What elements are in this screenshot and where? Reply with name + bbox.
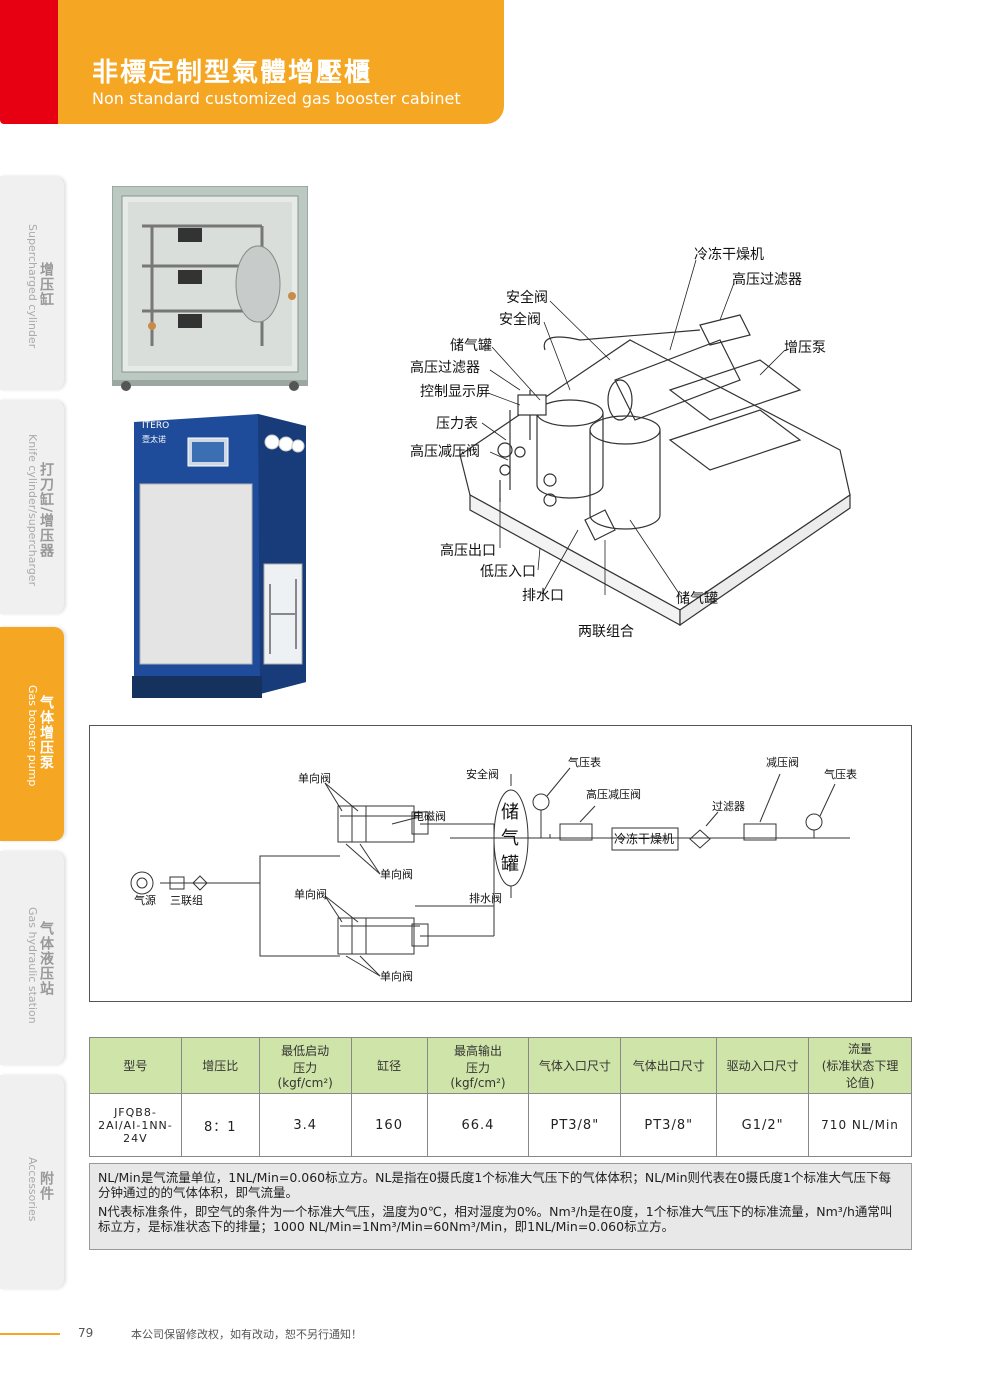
sidebar-tab-en: Supercharged cylinder (26, 224, 39, 349)
schem-label-hp-regulator: 高压减压阀 (586, 787, 641, 801)
sidebar-tab-gas-booster-pump[interactable]: 气体增压泵 Gas booster pump (0, 627, 64, 841)
schem-label-filter: 过滤器 (712, 800, 745, 813)
iso-label-dryer: 冷冻干燥机 (694, 246, 764, 263)
sidebar-tab-cn: 附件 (38, 1171, 54, 1201)
iso-label-gauge: 压力表 (436, 416, 478, 432)
iso-label-tank: 储气罐 (676, 591, 718, 607)
schem-tank-char: 储 (501, 802, 519, 823)
table-header-cell: 型号 (89, 1037, 182, 1094)
table-header-cell: 气体入口尺寸 (528, 1037, 622, 1094)
schem-label-check-valve: 单向阀 (380, 969, 413, 983)
page-subtitle: Non standard customized gas booster cabi… (92, 89, 461, 108)
table-header-cell: 增压比 (180, 1037, 260, 1094)
footer-accent-line (0, 1333, 60, 1335)
iso-label-safety-valve: 安全阀 (499, 311, 541, 328)
iso-label-hp-filter: 高压过滤器 (732, 271, 802, 288)
schem-label-solenoid: 电磁阀 (413, 809, 446, 823)
iso-label-tank: 储气罐 (450, 338, 492, 354)
table-header-cell: 流量(标准状态下理论值) (808, 1037, 912, 1094)
iso-label-drain: 排水口 (522, 588, 564, 604)
iso-label-hp-filter: 高压过滤器 (410, 359, 480, 376)
page-title: 非標定制型氣體增壓櫃 (92, 58, 373, 88)
iso-label-dual-unit: 两联组合 (578, 624, 634, 640)
schem-label-gauge: 气压表 (568, 755, 601, 769)
schem-label-air-source: 气源 (134, 893, 156, 907)
table-header-cell: 最高输出压力(kgf/cm²) (426, 1037, 530, 1094)
table-cell: 66.4 (426, 1093, 530, 1157)
table-cell: PT3/8" (620, 1093, 718, 1157)
schem-label-regulator: 减压阀 (766, 755, 799, 769)
sidebar-tab-knife-cylinder[interactable]: 打刀缸/增压器 Knife cylinder/supercharger (0, 400, 64, 614)
schem-label-check-valve: 单向阀 (298, 771, 331, 785)
table-header-cell: 气体出口尺寸 (620, 1037, 718, 1094)
table-header-row: 型号 增压比 最低启动压力(kgf/cm²) 缸径 最高输出压力(kgf/cm²… (89, 1037, 912, 1094)
iso-label-safety-valve: 安全阀 (506, 289, 548, 306)
sidebar-tab-en: Knife cylinder/supercharger (26, 434, 39, 587)
iso-label-hp-outlet: 高压出口 (440, 542, 496, 559)
schem-label-check-valve: 单向阀 (380, 867, 413, 881)
table-row: JFQB8-2AI/AI-1NN-24V 8：1 3.4 160 66.4 PT… (89, 1093, 912, 1157)
table-cell: 8：1 (180, 1093, 260, 1157)
schem-label-check-valve: 单向阀 (294, 887, 327, 901)
schem-label-safety-valve: 安全阀 (466, 767, 499, 781)
table-cell: G1/2" (716, 1093, 810, 1157)
sidebar-tab-en: Gas hydraulic station (26, 907, 39, 1024)
spec-table: 型号 增压比 最低启动压力(kgf/cm²) 缸径 最高输出压力(kgf/cm²… (89, 1037, 912, 1157)
sidebar-tab-supercharged-cylinder[interactable]: 增压缸 Supercharged cylinder (0, 176, 64, 390)
iso-label-display: 控制显示屏 (420, 384, 490, 400)
schem-label-dryer: 冷冻干燥机 (614, 831, 674, 846)
sidebar-tab-cn: 气体液压站 (38, 921, 54, 996)
table-cell: 710 NL/Min (808, 1093, 912, 1157)
table-cell: PT3/8" (528, 1093, 622, 1157)
schem-label-frl: 三联组 (170, 893, 203, 907)
sidebar-tab-en: Accessories (26, 1157, 39, 1222)
table-cell: 3.4 (258, 1093, 352, 1157)
note-paragraph: N代表标准条件，即空气的条件为一个标准大气压，温度为0℃，相对湿度为0%。Nm³… (98, 1204, 893, 1234)
iso-label-booster-pump: 增压泵 (784, 340, 826, 356)
sidebar-tab-accessories[interactable]: 附件 Accessories (0, 1075, 64, 1289)
cabinet-brand-cn: 壹太诺 (142, 434, 166, 444)
table-header-cell: 缸径 (350, 1037, 428, 1094)
header-red-accent (0, 0, 62, 124)
cabinet-brand: ITERO (142, 421, 169, 431)
footer-disclaimer: 本公司保留修改权，如有改动，恕不另行通知！ (131, 1328, 362, 1341)
closed-cabinet-photo: ITERO 壹太诺 (132, 414, 306, 698)
schem-tank-char: 罐 (501, 854, 519, 875)
schem-label-drain-valve: 排水阀 (469, 891, 502, 905)
schem-tank-char: 气 (501, 828, 519, 849)
sidebar-tab-cn: 增压缸 (38, 262, 54, 307)
header-banner (58, 0, 504, 124)
table-cell: 160 (350, 1093, 428, 1157)
table-header-cell: 最低启动压力(kgf/cm²) (258, 1037, 352, 1094)
schem-label-gauge: 气压表 (824, 767, 857, 781)
notes-box: NL/Min是气流量单位，1NL/Min=0.060标立方。NL是指在0摄氏度1… (89, 1163, 912, 1250)
sidebar-tab-cn: 打刀缸/增压器 (38, 462, 54, 559)
sidebar-tab-cn: 气体增压泵 (38, 695, 54, 770)
open-cabinet-photo (112, 186, 308, 391)
note-paragraph: NL/Min是气流量单位，1NL/Min=0.060标立方。NL是指在0摄氏度1… (98, 1170, 891, 1200)
page-number: 79 (78, 1326, 94, 1340)
sidebar-tab-en: Gas booster pump (26, 685, 39, 787)
table-cell-model: JFQB8-2AI/AI-1NN-24V (89, 1093, 182, 1157)
iso-label-lp-inlet: 低压入口 (480, 564, 536, 580)
sidebar-tab-gas-hydraulic-station[interactable]: 气体液压站 Gas hydraulic station (0, 851, 64, 1065)
isometric-drawing: 冷冻干燥机 高压过滤器 安全阀 安全阀 增压泵 储气罐 高压过滤器 控制显示屏 … (410, 246, 851, 640)
pneumatic-schematic: 单向阀 电磁阀 单向阀 单向阀 单向阀 气源 三联组 安全阀 储 气 罐 排水阀… (89, 725, 912, 1002)
iso-label-hp-regulator: 高压减压阀 (410, 443, 480, 460)
table-header-cell: 驱动入口尺寸 (716, 1037, 810, 1094)
